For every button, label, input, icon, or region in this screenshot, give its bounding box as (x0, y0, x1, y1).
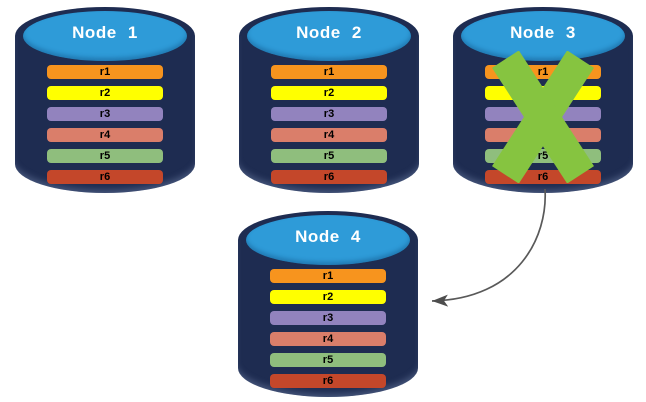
replica-row-label: r5 (322, 354, 334, 366)
replica-row-label: r4 (99, 129, 111, 141)
replica-row: r3 (47, 107, 163, 121)
failover-arrow (431, 188, 547, 307)
cylinder-top (246, 215, 410, 265)
replica-row: r5 (271, 149, 387, 163)
node-title: Node 1 (72, 23, 138, 42)
replica-row: r6 (271, 170, 387, 184)
cylinder-top (23, 11, 187, 61)
replica-row: r4 (271, 128, 387, 142)
replica-row: r6 (270, 374, 386, 388)
replica-row-label: r5 (323, 150, 335, 162)
replica-row-label: r1 (99, 66, 111, 78)
node-4: Node 4 r1 r2 r3 r4 r5 r6 (238, 211, 418, 397)
replica-row-label: r3 (323, 108, 335, 120)
replica-row-label: r2 (323, 87, 335, 99)
node-3: Node 3r1r2r3r4r5r6 (453, 7, 633, 193)
replica-row-label: r4 (323, 129, 335, 141)
replica-row: r1 (271, 65, 387, 79)
node-2: Node 2 r1 r2 r3 r4 r5 r6 (239, 7, 419, 193)
replica-row-label: r3 (322, 312, 334, 324)
node-title: Node 3 (510, 23, 576, 42)
replica-row: r1 (270, 269, 386, 283)
replica-row-label: r2 (99, 87, 111, 99)
cylinder-top (247, 11, 411, 61)
replica-row: r2 (47, 86, 163, 100)
replica-row-label: r6 (537, 171, 549, 183)
replica-row: r4 (270, 332, 386, 346)
replica-stack: r1 r2 r3 r4 r5 r6 (270, 269, 386, 388)
replica-row: r1 (47, 65, 163, 79)
cylinder-top (461, 11, 625, 61)
replica-row-label: r6 (322, 375, 334, 387)
replica-row: r4 (47, 128, 163, 142)
node-title: Node 2 (296, 23, 362, 42)
replica-row-label: r6 (323, 171, 335, 183)
replica-row: r2 (271, 86, 387, 100)
replica-row: r5 (270, 353, 386, 367)
replica-row-label: r5 (99, 150, 111, 162)
replica-row: r5 (47, 149, 163, 163)
replica-row-label: r4 (322, 333, 334, 345)
replica-row: r3 (270, 311, 386, 325)
replica-row-label: r1 (322, 270, 334, 282)
replica-row-label: r3 (99, 108, 111, 120)
replica-row-label: r1 (323, 66, 335, 78)
replica-row: r6 (47, 170, 163, 184)
replica-row-label: r1 (537, 66, 549, 78)
replica-row-label: r2 (322, 291, 334, 303)
replica-row-label: r5 (537, 150, 549, 162)
node-title: Node 4 (295, 227, 361, 246)
replica-row-label: r6 (99, 171, 111, 183)
replica-stack: r1 r2 r3 r4 r5 r6 (271, 65, 387, 184)
replica-row: r3 (271, 107, 387, 121)
node-1: Node 1 r1 r2 r3 r4 r5 r6 (15, 7, 195, 193)
replica-row: r2 (270, 290, 386, 304)
failure-x-icon (492, 51, 594, 183)
replica-stack: r1 r2 r3 r4 r5 r6 (47, 65, 163, 184)
